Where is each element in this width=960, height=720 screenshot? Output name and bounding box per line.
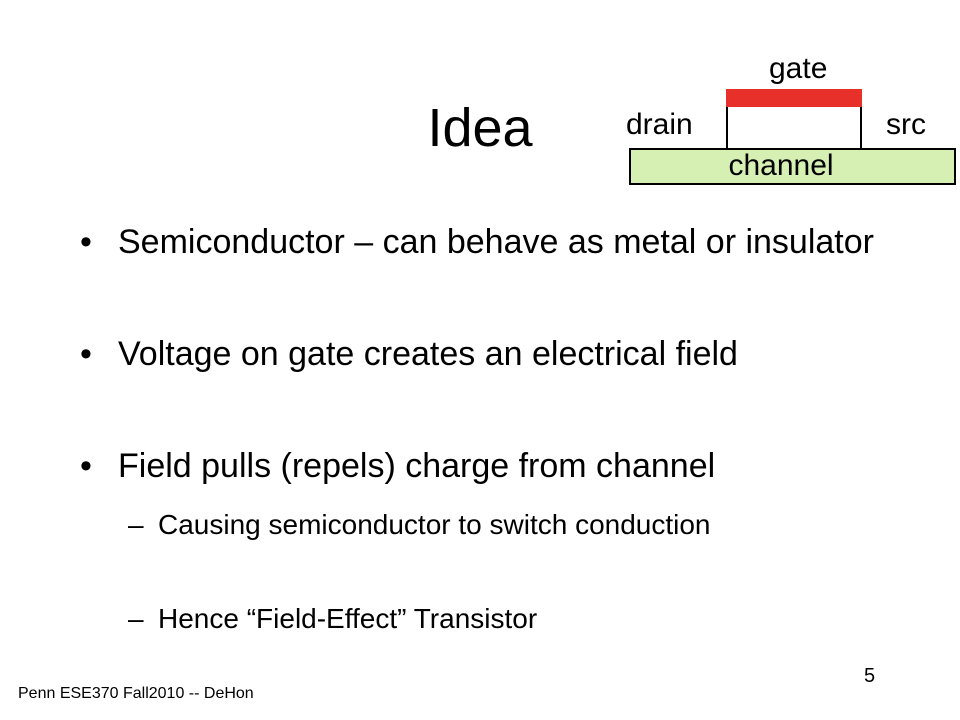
sub-bullet-item: – Causing semiconductor to switch conduc… (128, 506, 828, 544)
bullet-item: • Semiconductor – can behave as metal or… (80, 220, 880, 264)
sub-bullet-marker: – (128, 603, 144, 634)
slide-title: Idea (427, 98, 533, 158)
src-label: src (886, 108, 926, 141)
sub-bullet-item: – Hence “Field-Effect” Transistor (128, 600, 828, 638)
bullet-marker: • (80, 335, 92, 373)
bullet-text: Voltage on gate creates an electrical fi… (118, 335, 738, 373)
transistor-diagram: gate drain src channel (600, 48, 960, 198)
gate-bar (726, 89, 862, 107)
sub-bullet-text: Hence “Field-Effect” Transistor (158, 603, 538, 634)
bullet-marker: • (80, 223, 92, 261)
sub-bullet-text: Causing semiconductor to switch conducti… (158, 509, 711, 540)
bullet-text: Field pulls (repels) charge from channel (118, 447, 716, 485)
bullet-item: • Voltage on gate creates an electrical … (80, 332, 880, 376)
sub-bullet-marker: – (128, 509, 144, 540)
gate-oxide-right-edge (860, 107, 862, 148)
bullet-marker: • (80, 447, 92, 485)
channel-box: channel (629, 148, 956, 185)
bullet-item: • Field pulls (repels) charge from chann… (80, 444, 880, 488)
gate-label: gate (769, 52, 828, 85)
channel-label: channel (728, 149, 834, 182)
slide-footer: Penn ESE370 Fall2010 -- DeHon (18, 685, 254, 702)
gate-oxide-left-edge (726, 107, 728, 148)
slide-number: 5 (864, 665, 876, 687)
drain-label: drain (626, 108, 693, 141)
bullet-text: Semiconductor – can behave as metal or i… (118, 223, 874, 261)
